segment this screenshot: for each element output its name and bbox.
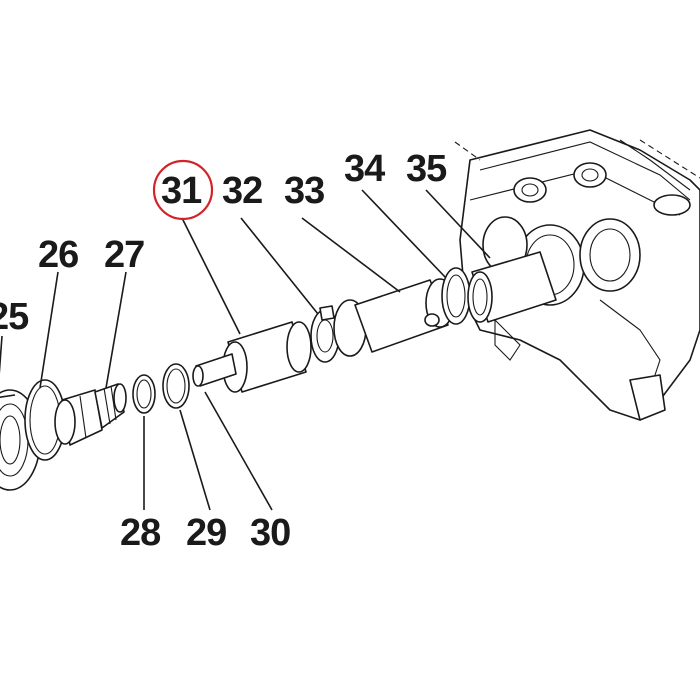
part-label-34: 34 (344, 148, 385, 190)
part-29-ring (162, 363, 190, 409)
pump-housing (454, 129, 700, 421)
part-label-28: 28 (120, 512, 161, 554)
part-27-threaded-plug (54, 383, 127, 446)
part-label-30: 30 (250, 512, 291, 554)
part-label-25: 25 (0, 296, 29, 338)
part-33-sleeve (333, 278, 455, 357)
part-31-cylinder (222, 321, 312, 393)
part-34-o-ring (441, 267, 471, 325)
part-label-29: 29 (186, 512, 227, 554)
highlight-circle-part-31 (152, 159, 214, 221)
part-28-washer (132, 374, 156, 414)
part-label-32: 32 (222, 170, 263, 212)
leader-lines (0, 189, 491, 511)
part-35-tube (467, 251, 557, 323)
part-30-stem (192, 353, 237, 387)
part-label-31: 31 (161, 170, 202, 212)
part-label-33: 33 (284, 170, 325, 212)
part-label-26: 26 (38, 234, 79, 276)
part-label-27: 27 (104, 234, 145, 276)
part-label-35: 35 (406, 148, 447, 190)
